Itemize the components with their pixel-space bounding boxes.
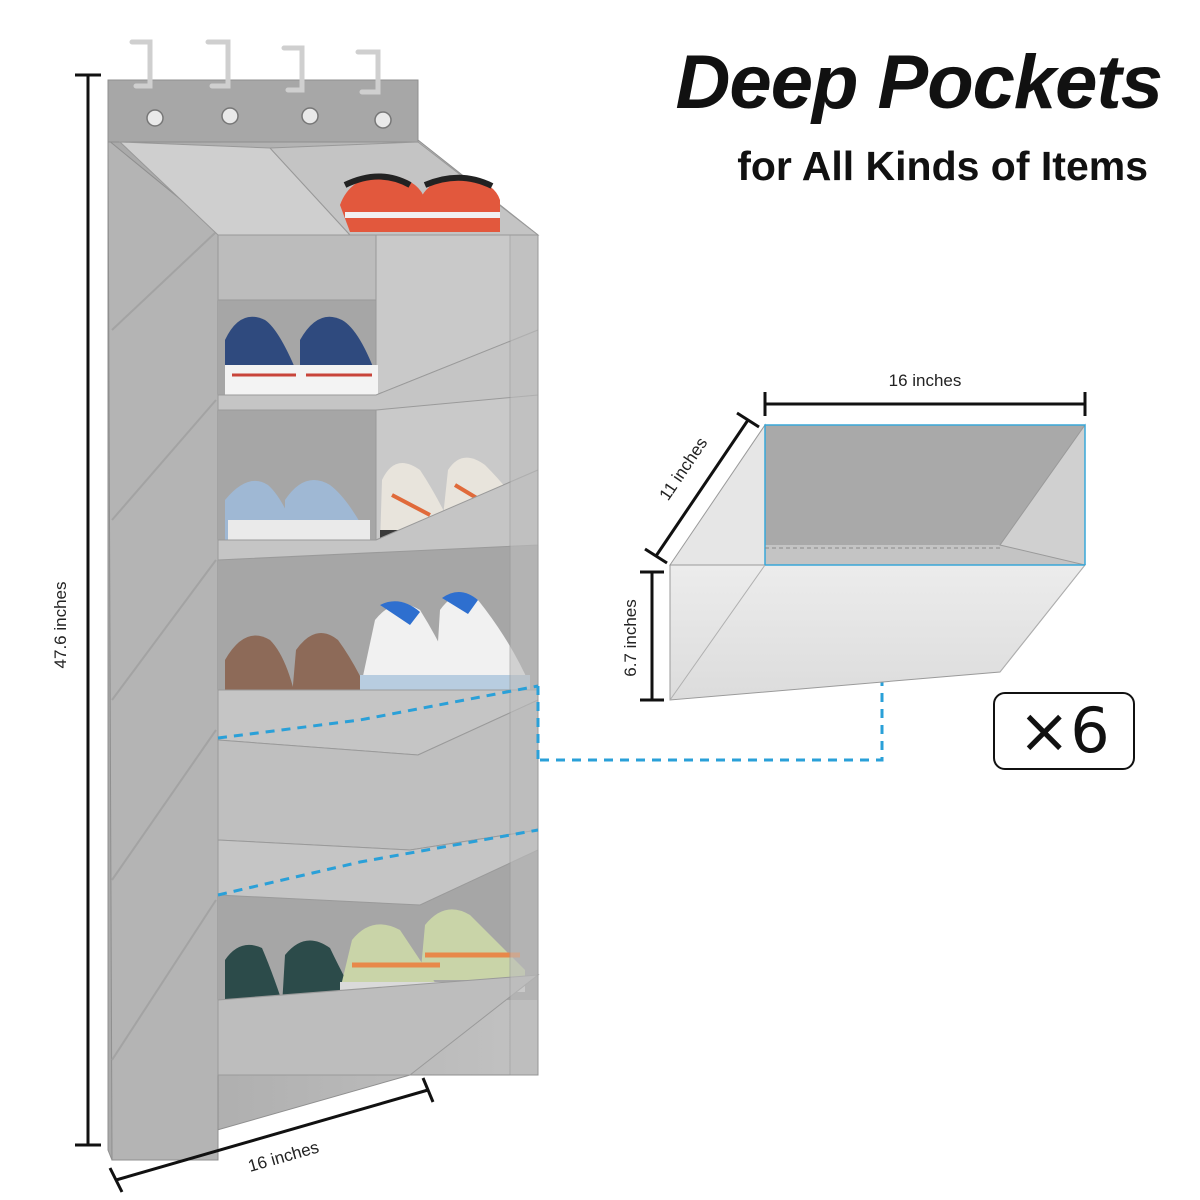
pocket-front-flap (217, 329, 540, 1076)
detail-width-dimension-line (763, 392, 1087, 416)
detail-depth-label: 11 inches (656, 434, 712, 504)
width-dimension-line (108, 1077, 435, 1193)
height-dimension-line (75, 73, 101, 1147)
shoe-pair-white-blue (360, 591, 530, 690)
detail-depth-dimension-line (644, 411, 760, 565)
headline-subtitle: for All Kinds of Items (737, 143, 1148, 189)
side-seam-lines (111, 231, 217, 1061)
detail-highlight-edges (764, 424, 1086, 566)
shoe-pair-red (340, 173, 500, 232)
top-pocket-row (118, 141, 540, 236)
door-hook-icon (129, 39, 381, 95)
organizer-side-panel (107, 138, 219, 1161)
pocket-right-wall (509, 234, 539, 1076)
detail-height-dimension-line (640, 570, 664, 702)
detail-width-label: 16 inches (889, 371, 962, 390)
hook-button-icon (146, 107, 392, 129)
highlighted-pocket-outline (217, 684, 540, 897)
door-organizer (107, 39, 540, 1161)
shoe-pair-navy (225, 316, 378, 395)
headline: Deep Pockets for All Kinds of Items (560, 38, 1200, 196)
quantity-badge: ×6 (993, 692, 1135, 770)
headline-title: Deep Pockets (675, 40, 1163, 125)
height-dimension-label: 47.6 inches (51, 582, 70, 669)
detail-leader-line (540, 585, 884, 762)
width-dimension-label: 16 inches (246, 1138, 321, 1176)
quantity-label: ×6 (1018, 694, 1110, 767)
pocket-detail-box (669, 423, 1087, 701)
detail-height-label: 6.7 inches (621, 599, 640, 677)
